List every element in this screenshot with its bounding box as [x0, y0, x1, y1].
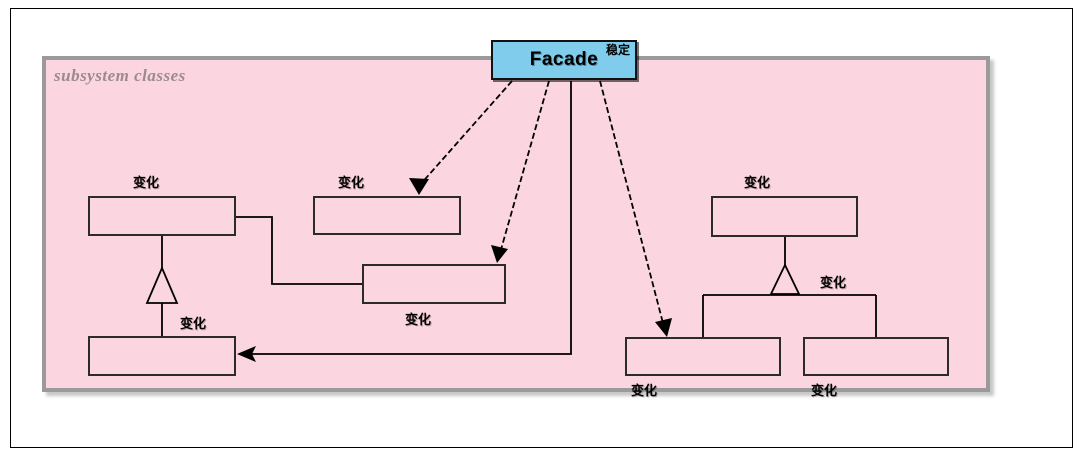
class-box-mid-upper[interactable]	[313, 196, 461, 235]
class-box-left-top[interactable]	[88, 196, 236, 236]
facade-class-name: Facade	[529, 49, 599, 70]
class-caption-right-child2: 变化	[811, 383, 838, 398]
class-box-right-top[interactable]	[711, 196, 858, 237]
class-caption-left-top: 变化	[133, 175, 160, 190]
class-caption-right-subtree: 变化	[820, 275, 847, 290]
class-caption-mid-upper: 变化	[338, 175, 365, 190]
class-caption-right-top: 变化	[744, 175, 771, 190]
class-box-mid-lower[interactable]	[362, 264, 506, 304]
facade-stability-tag: 稳定	[605, 43, 630, 57]
class-caption-left-bottom: 变化	[180, 316, 207, 331]
class-caption-right-child1: 变化	[631, 383, 658, 398]
class-caption-mid-lower: 变化	[405, 312, 432, 327]
class-box-right-child2[interactable]	[803, 337, 949, 376]
facade-class-box[interactable]: Facade 稳定	[491, 40, 637, 80]
class-box-left-bottom[interactable]	[88, 336, 236, 376]
class-box-right-child1[interactable]	[625, 337, 781, 376]
subsystem-panel-label: subsystem classes	[54, 66, 186, 85]
